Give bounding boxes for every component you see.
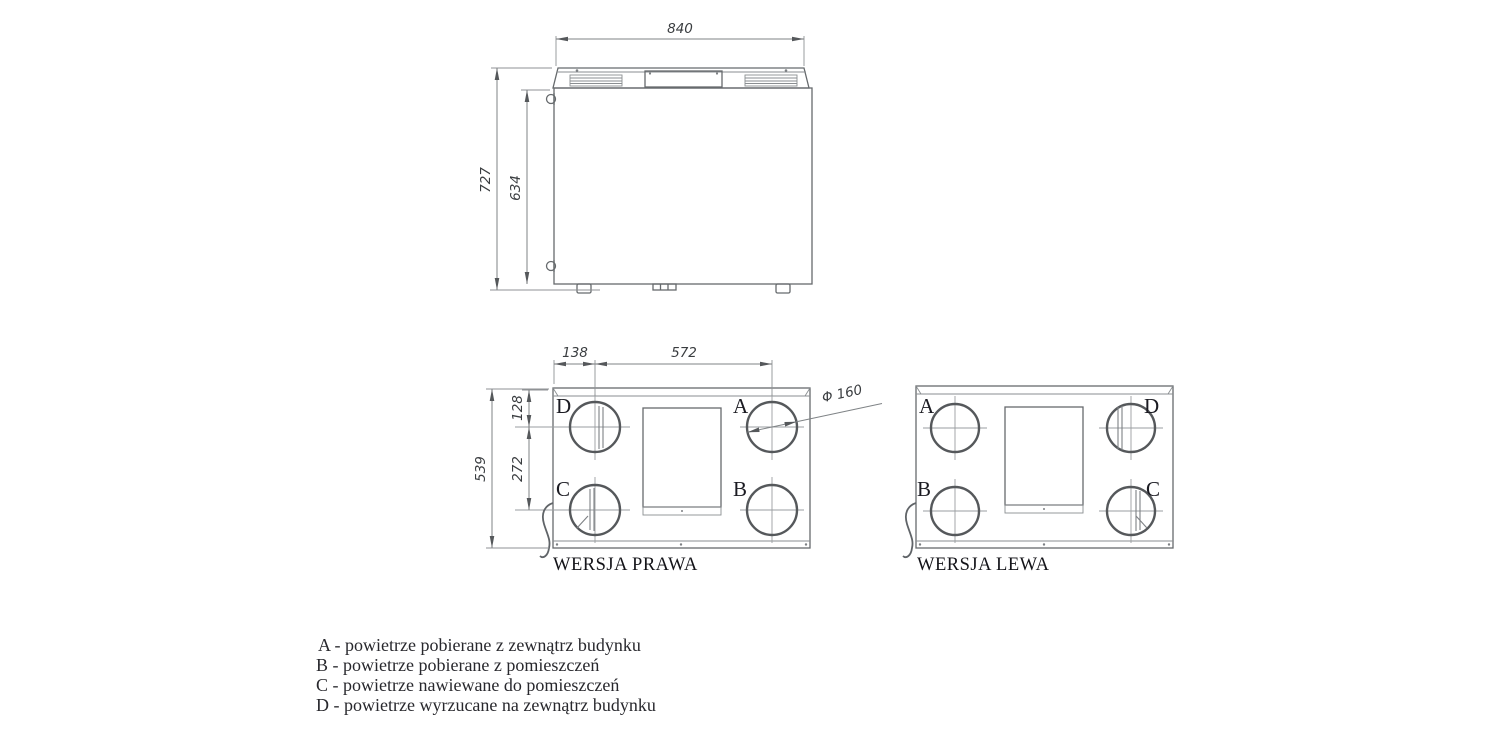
legend-line-b: B - powietrze pobierane z pomieszczeń (316, 655, 599, 675)
port-label-br-left: C (1146, 477, 1160, 501)
screw-dot (784, 69, 788, 72)
port-B-right (745, 483, 799, 537)
dimension-539: 539 (473, 388, 549, 549)
hinge-bottom (545, 260, 557, 272)
bottom-connector (652, 283, 677, 291)
caption-wersja-lewa: WERSJA LEWA (917, 555, 1050, 575)
screw-dot (715, 72, 719, 75)
dim-label-539: 539 (473, 456, 489, 482)
dimension-634: 634 (508, 89, 550, 284)
port-label-br-right: B (733, 477, 747, 501)
screw-dot (555, 543, 559, 546)
dim-label-272: 272 (510, 456, 526, 482)
casing-front-right (552, 387, 811, 549)
inspection-door-left (1004, 406, 1084, 514)
screw-dot (1167, 543, 1171, 546)
port-C-right (568, 483, 622, 537)
front-view-left: A D B C WERSJA LEWA (902, 385, 1174, 575)
legend: A - powietrze pobierane z zewnątrz budyn… (316, 635, 656, 715)
dimension-572: 572 (595, 345, 772, 367)
dimension-840: 840 (555, 21, 805, 66)
dim-label-128: 128 (510, 395, 526, 421)
port-A-left (929, 402, 981, 454)
dimension-diameter-160: Φ 160 (747, 382, 883, 433)
port-label-tl-left: A (919, 394, 935, 418)
screw-dot (648, 72, 652, 75)
dimension-128: 128 (510, 389, 548, 427)
handle (644, 70, 723, 88)
port-duct-detail-right (576, 406, 604, 531)
foot-left (576, 283, 592, 294)
screw-dot (918, 543, 922, 546)
dim-label-138: 138 (562, 345, 588, 361)
port-D-left (1105, 402, 1157, 454)
port-label-tl-right: D (556, 394, 571, 418)
front-view-right: D A C B WERSJA PRAWA 138 572 539 (473, 345, 883, 575)
port-label-tr-left: D (1144, 394, 1159, 418)
casing-front-left (915, 385, 1174, 549)
port-duct-detail-left (1117, 406, 1148, 531)
foot-right (775, 283, 791, 294)
caption-wersja-prawa: WERSJA PRAWA (553, 555, 698, 575)
dimension-138: 138 (553, 345, 773, 396)
inspection-door-right (642, 407, 722, 516)
hinge-top (545, 93, 557, 105)
power-cable-right (539, 502, 554, 559)
dim-label-diameter: Φ 160 (821, 382, 864, 406)
legend-line-c: C - powietrze nawiewane do pomieszczeń (316, 675, 619, 695)
port-B-left (929, 485, 981, 537)
screw-dot (679, 543, 683, 546)
dimension-727: 727 (478, 67, 600, 291)
top-view-rail (552, 67, 810, 89)
vent-grille-right (744, 74, 798, 87)
dimension-272: 272 (510, 427, 532, 510)
screw-dot (804, 543, 808, 546)
dim-label-840: 840 (667, 21, 693, 37)
legend-line-a: A - powietrze pobierane z zewnątrz budyn… (318, 635, 641, 655)
screw-dot (575, 69, 579, 72)
power-cable-left (902, 502, 917, 559)
dim-label-727: 727 (478, 167, 494, 193)
port-C-left (1105, 485, 1157, 537)
dim-label-634: 634 (508, 175, 524, 201)
port-A-right (745, 400, 799, 454)
vent-grille-left (569, 74, 623, 87)
port-label-bl-left: B (917, 477, 931, 501)
casing-body (553, 87, 813, 285)
centerlines-right (515, 394, 804, 543)
screw-dot (1042, 543, 1046, 546)
port-label-bl-right: C (556, 477, 570, 501)
port-D-right (568, 400, 622, 454)
legend-line-d: D - powietrze wyrzucane na zewnątrz budy… (316, 695, 656, 715)
dim-label-572: 572 (671, 345, 697, 361)
top-view: 840 727 634 (478, 21, 813, 294)
port-label-tr-right: A (733, 394, 749, 418)
centerlines-left (923, 396, 1163, 543)
